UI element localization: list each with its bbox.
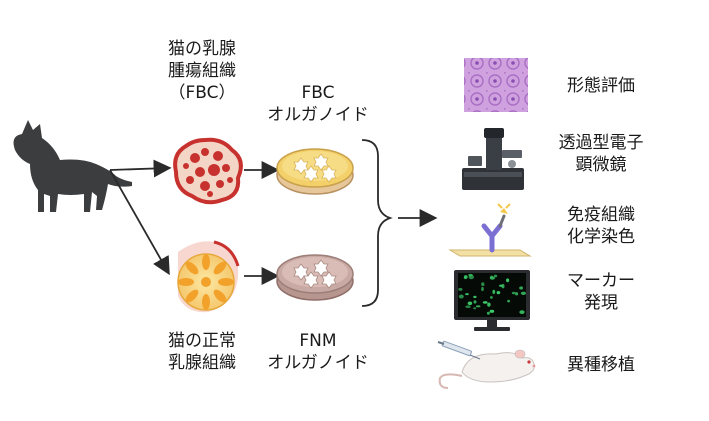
analysis-xenograft-label: 異種移植 [546, 354, 656, 376]
fluorescent-cell [493, 274, 498, 278]
analysis-1-line-2: 顕微鏡 [575, 155, 627, 175]
fluorescent-cell [487, 302, 491, 307]
electron-microscope-icon [462, 128, 524, 190]
fluorescent-cell [511, 291, 516, 295]
analysis-0-line-1: 形態評価 [567, 76, 635, 96]
analysis-4-line-1: 異種移植 [567, 355, 635, 375]
analysis-morphology-label: 形態評価 [546, 75, 656, 97]
tumor-label-line-2: 腫瘍組織 [168, 61, 236, 81]
fluorescent-cell [490, 275, 494, 279]
fluorescent-cell [486, 311, 490, 315]
normal-label-line-2: 乳腺組織 [168, 353, 236, 373]
cat-icon [13, 120, 132, 212]
fluorescent-cell [482, 301, 488, 304]
fnm-label-line-1: FNM [299, 331, 337, 351]
fluorescent-cell [519, 286, 523, 290]
normal-gland-icon [177, 240, 240, 313]
fluorescent-cell [519, 310, 525, 314]
tumor-label-line-3: （FBC） [168, 83, 236, 103]
fluorescent-cell [515, 292, 519, 296]
tumor-label-line-1: 猫の乳腺 [168, 39, 236, 59]
fluorescent-cell [463, 276, 467, 280]
analysis-1-line-1: 透過型電子 [558, 133, 644, 153]
analysis-3-line-1: マーカー [567, 271, 635, 291]
histology-icon [464, 58, 528, 112]
analysis-2-line-1: 免疫組織 [567, 205, 635, 225]
analysis-ihc-label: 免疫組織 化学染色 [546, 204, 656, 248]
fluorescent-cell [468, 273, 473, 277]
fluorescent-cell [499, 284, 503, 287]
fluorescent-cell [473, 300, 477, 304]
fluorescent-cell [473, 295, 477, 299]
fnm-label-line-2: オルガノイド [267, 353, 369, 373]
grouping-brace [361, 139, 393, 307]
analysis-3-line-2: 発現 [584, 293, 618, 313]
arrow-cat-to-normal [109, 169, 170, 276]
antibody-icon [448, 203, 532, 257]
arrow-cat-to-tumor [109, 159, 172, 178]
normal-label-line-1: 猫の正常 [168, 331, 236, 351]
fluorescent-cell [475, 305, 481, 308]
tumor-tissue-icon [173, 137, 243, 205]
fluorescent-cell [490, 296, 493, 299]
fluorescent-cell [520, 291, 527, 295]
fluorescence-monitor-icon [454, 270, 530, 331]
fluorescent-cell [465, 305, 471, 309]
fluorescent-cell [489, 309, 495, 313]
fluorescent-cell [506, 278, 510, 283]
fnm-organoid-label: FNM オルガノイド [262, 330, 374, 374]
fluorescent-cell [473, 307, 477, 310]
analysis-tem-label: 透過型電子 顕微鏡 [546, 132, 656, 176]
fluorescent-cell [458, 287, 463, 291]
fluorescent-cell [481, 286, 484, 292]
fbc-label-line-1: FBC [301, 83, 335, 103]
mouse-injection-icon [437, 340, 536, 389]
normal-tissue-label: 猫の正常 乳腺組織 [154, 330, 250, 374]
fluorescent-cell [492, 289, 496, 294]
fluorescent-cell [507, 299, 510, 303]
analysis-2-line-2: 化学染色 [567, 227, 635, 247]
fluorescent-cell [467, 301, 473, 306]
fbc-organoid-label: FBC オルガノイド [262, 82, 374, 126]
fbc-organoid-dish-icon [276, 148, 354, 195]
fbc-label-line-2: オルガノイド [267, 105, 369, 125]
tumor-tissue-label: 猫の乳腺 腫瘍組織 （FBC） [154, 38, 250, 104]
fluorescent-cell [496, 291, 501, 295]
analysis-marker-label: マーカー 発現 [546, 270, 656, 314]
fluorescent-cell [481, 282, 485, 287]
fluorescent-cell [458, 294, 464, 299]
fluorescent-cell [465, 293, 469, 296]
fnm-organoid-dish-icon [276, 254, 354, 301]
